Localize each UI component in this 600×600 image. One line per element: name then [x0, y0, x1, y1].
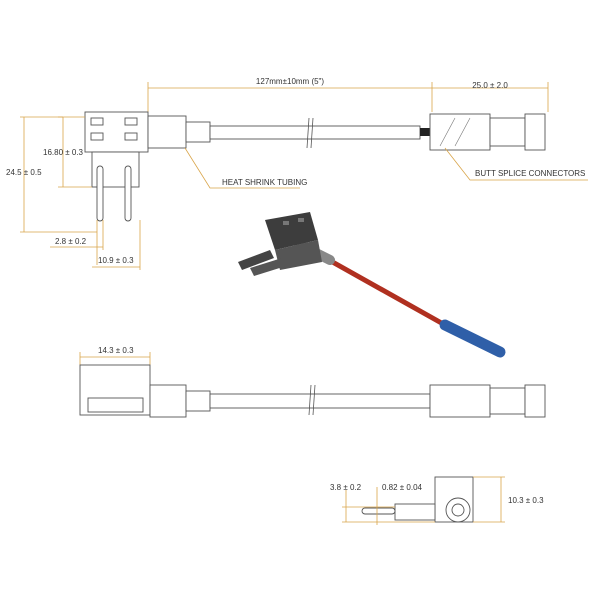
heat-shrink-callout: HEAT SHRINK TUBING	[222, 178, 307, 187]
bottom-view: 14.3 ± 0.3	[79, 346, 546, 418]
cable-length-label: 127mm±10mm (5")	[256, 77, 324, 86]
top-view: 127mm±10mm (5") 25.0 ± 2.0 16.80 ± 0.3 2…	[6, 77, 588, 270]
blade-span-label: 10.9 ± 0.3	[98, 256, 134, 265]
side-thickness-label: 3.8 ± 0.2	[330, 483, 362, 492]
side-height-label: 10.3 ± 0.3	[508, 496, 544, 505]
side-view: 3.8 ± 0.2 0.82 ± 0.04 10.3 ± 0.3	[330, 476, 544, 525]
product-photo	[238, 212, 506, 358]
butt-splice-callout: BUTT SPLICE CONNECTORS	[475, 169, 585, 178]
blade-thickness-label: 0.82 ± 0.04	[382, 483, 423, 492]
blade-width-label: 2.8 ± 0.2	[55, 237, 87, 246]
body-height-label: 16.80 ± 0.3	[43, 148, 84, 157]
body-width-label: 14.3 ± 0.3	[98, 346, 134, 355]
total-height-label: 24.5 ± 0.5	[6, 168, 42, 177]
connector-length-label: 25.0 ± 2.0	[472, 81, 508, 90]
